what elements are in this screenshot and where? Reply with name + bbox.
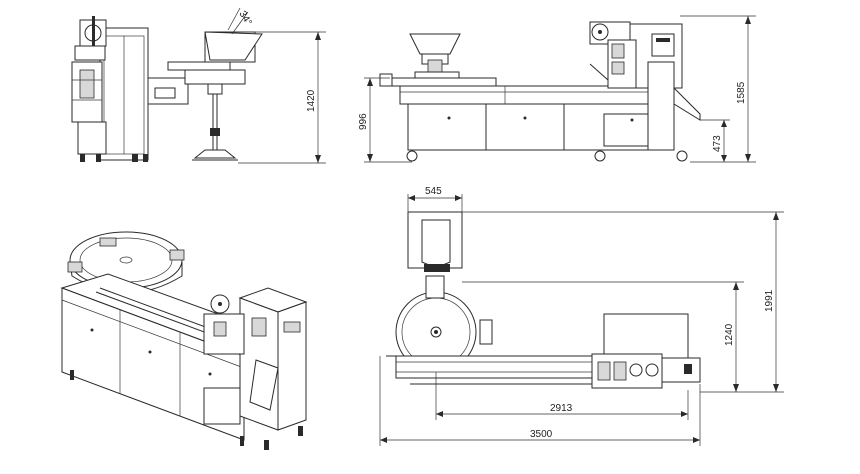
front-view [364,15,756,163]
side-height-label: 1420 [306,89,317,112]
isometric-view [60,231,308,450]
front-table-height-label: 996 [358,113,369,130]
front-total-height-label: 1585 [736,81,747,104]
front-outfeed-height-label: 473 [712,135,723,152]
top-total-depth-label: 1991 [764,289,775,312]
side-view [71,7,326,164]
top-conveyor-length-label: 2913 [550,403,573,414]
top-total-length-label: 3500 [530,429,553,440]
top-hopper-width-label: 545 [425,186,442,197]
top-disc-depth-label: 1240 [724,323,735,346]
top-view [379,194,784,446]
